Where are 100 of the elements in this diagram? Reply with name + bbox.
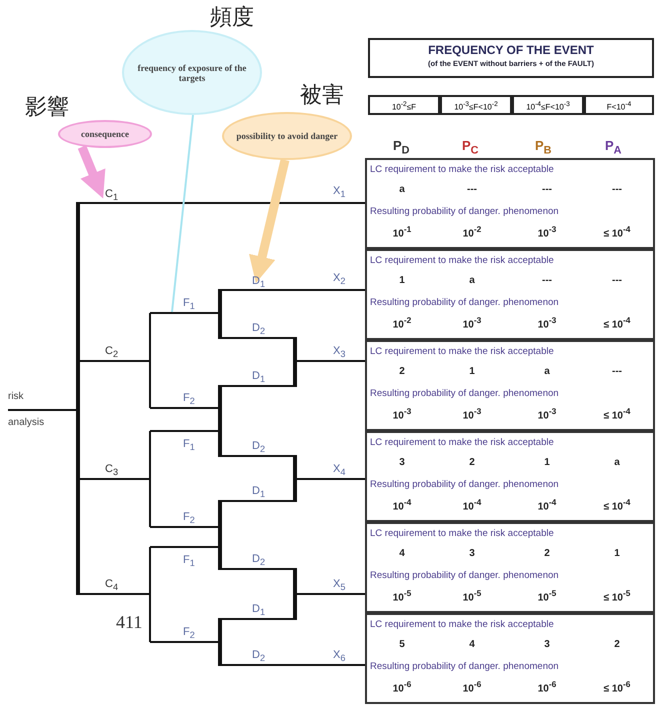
requirement-value: 3: [468, 548, 476, 559]
probability-value: 10$^{-3}$: [462, 406, 482, 422]
probability-value: 10$^{-2}$: [462, 224, 482, 240]
requirement-value: 2: [398, 366, 406, 377]
branch-label: D$_{1}$: [252, 370, 266, 384]
branch-label: C$_{1}$: [105, 188, 118, 202]
requirement-value: ---: [466, 184, 478, 195]
page-number: 411: [116, 612, 142, 633]
branch-label: X$_{3}$: [333, 345, 346, 360]
row-caption: Resulting probability of danger. phenomenon: [370, 388, 559, 399]
branch-label: D$_{2}$: [252, 553, 266, 568]
probability-value: 10$^{-4}$: [462, 497, 482, 512]
table-header: [368, 38, 654, 78]
requirement-value: 2: [543, 548, 551, 559]
row-caption: Resulting probability of danger. phenomenon: [370, 661, 559, 672]
probability-value: 10$^{-3}$: [536, 406, 558, 422]
row-caption: Resulting probability of danger. phenomenon: [370, 206, 559, 217]
probability-value: 10$^{-3}$: [392, 406, 412, 422]
result-row: [365, 522, 655, 613]
ellipse-node: consequence: [58, 120, 152, 148]
requirement-value: ---: [611, 366, 623, 377]
branch-label: F$_{1}$: [183, 297, 195, 312]
row-caption: LC requirement to make the risk acceptable: [370, 437, 554, 448]
branch-label: F$_{1}$: [183, 554, 195, 568]
result-row: [365, 431, 655, 522]
arrow: [78, 145, 106, 198]
row-caption: LC requirement to make the risk acceptable: [370, 346, 554, 357]
requirement-value: a: [543, 366, 551, 377]
range-cell: 10$^{-4}$≤F<10$^{-3}$: [512, 95, 584, 115]
probability-value: 10$^{-4}$: [536, 497, 558, 512]
row-caption: Resulting probability of danger. phenomenon: [370, 297, 559, 308]
requirement-value: 1: [468, 366, 476, 377]
requirement-value: 1: [613, 548, 621, 559]
connector-line: [171, 114, 194, 312]
row-caption: Resulting probability of danger. phenomenon: [370, 479, 559, 490]
probability-value: 10$^{-4}$: [392, 497, 412, 512]
result-row: [365, 249, 655, 340]
requirement-value: 5: [398, 639, 406, 650]
branch-label: X$_{5}$: [333, 578, 346, 592]
branch-label: F$_{1}$: [183, 438, 195, 452]
probability-value: 10$^{-5}$: [462, 588, 482, 604]
requirement-value: a: [398, 184, 406, 195]
probability-value: 10$^{-5}$: [392, 588, 412, 604]
requirement-value: 2: [613, 639, 621, 650]
row-caption: LC requirement to make the risk acceptable: [370, 528, 554, 539]
start-label: risk analysis: [8, 390, 46, 430]
row-caption: LC requirement to make the risk acceptable: [370, 164, 554, 175]
requirement-value: ---: [611, 184, 623, 195]
branch-label: C$_{3}$: [105, 463, 118, 478]
range-cell: 10$^{-2}$≤F: [368, 95, 440, 115]
row-caption: LC requirement to make the risk acceptable: [370, 255, 554, 266]
branch-label: X$_{6}$: [333, 649, 346, 664]
probability-value: ≤ 10$^{-6}$: [602, 679, 632, 694]
probability-value: 10$^{-3}$: [536, 224, 558, 240]
requirement-value: a: [613, 457, 621, 468]
ellipse-node: possibility to avoid danger: [222, 112, 352, 160]
requirement-value: ---: [541, 275, 553, 286]
result-row: [365, 613, 655, 704]
probability-value: ≤ 10$^{-4}$: [602, 224, 632, 240]
result-row: [365, 158, 655, 249]
annotation-text: 頻度: [210, 4, 254, 32]
row-caption: LC requirement to make the risk acceptable: [370, 619, 554, 630]
annotation-text: 被害: [300, 82, 344, 110]
probability-value: 10$^{-3}$: [462, 315, 482, 330]
branch-label: X$_{2}$: [333, 272, 346, 286]
probability-value: 10$^{-6}$: [392, 679, 412, 694]
requirement-value: 1: [543, 457, 551, 468]
probability-value: 10$^{-6}$: [536, 679, 558, 694]
branch-label: D$_{1}$: [252, 603, 266, 618]
requirement-value: 1: [398, 275, 406, 286]
ellipse-node: frequency of exposure of the targets: [122, 30, 262, 115]
header-title: FREQUENCY OF THE EVENT: [427, 43, 595, 57]
probability-value: ≤ 10$^{-4}$: [602, 406, 632, 422]
probability-value: 10$^{-5}$: [536, 588, 558, 604]
arrow: [248, 158, 290, 284]
branch-label: D$_{2}$: [252, 440, 266, 454]
range-cell: 10$^{-3}$≤F<10$^{-2}$: [440, 95, 512, 115]
column-header: P$_{C}$: [462, 138, 478, 157]
row-caption: Resulting probability of danger. phenomenon: [370, 570, 559, 581]
branch-label: F$_{2}$: [183, 511, 195, 526]
range-cell: F<10$^{-4}$: [584, 95, 654, 115]
column-header: P$_{B}$: [535, 138, 552, 157]
requirement-value: 4: [398, 548, 406, 559]
requirement-value: ---: [611, 275, 623, 286]
probability-value: ≤ 10$^{-4}$: [602, 497, 632, 512]
branch-label: X$_{4}$: [333, 463, 346, 478]
requirement-value: a: [468, 275, 476, 286]
requirement-value: 2: [468, 457, 476, 468]
branch-label: C$_{2}$: [105, 345, 118, 360]
column-header: P$_{A}$: [605, 138, 622, 157]
branch-label: D$_{1}$: [252, 485, 266, 500]
probability-value: 10$^{-2}$: [392, 315, 412, 330]
probability-value: ≤ 10$^{-5}$: [602, 588, 632, 604]
branch-label: F$_{2}$: [183, 392, 195, 406]
requirement-value: ---: [541, 184, 553, 195]
requirement-value: 4: [468, 639, 476, 650]
probability-value: ≤ 10$^{-4}$: [602, 315, 632, 330]
requirement-value: 3: [398, 457, 406, 468]
result-row: [365, 340, 655, 431]
probability-value: 10$^{-6}$: [462, 679, 482, 694]
